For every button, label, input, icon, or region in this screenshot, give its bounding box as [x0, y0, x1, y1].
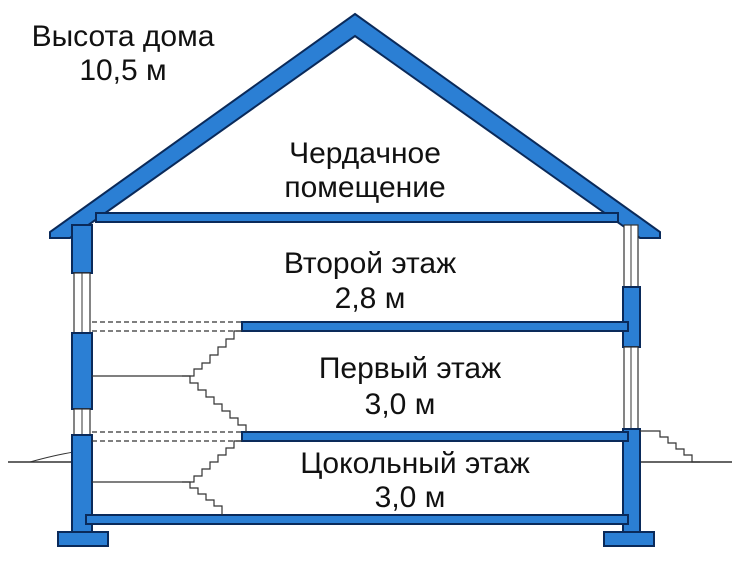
right-footing — [603, 531, 655, 547]
house-height-title: Высота дома — [31, 20, 215, 53]
second-floor-slab — [241, 321, 629, 332]
basement-floor-slab — [85, 514, 629, 525]
first-floor-slab — [241, 431, 629, 442]
second-floor-height: 2,8 м — [334, 282, 406, 315]
first-floor-label: Первый этаж — [318, 352, 502, 385]
attic-label-line1: Чердачное — [289, 137, 441, 170]
exterior-steps — [640, 430, 700, 463]
roof — [49, 12, 661, 239]
attic-label-line2: помещение — [284, 171, 446, 204]
staircase-lower — [92, 440, 242, 515]
left-footing — [57, 531, 109, 547]
second-floor-label: Второй этаж — [283, 247, 457, 280]
stair-openings — [92, 321, 242, 442]
attic-floor-slab — [95, 212, 619, 223]
first-floor-height: 3,0 м — [364, 388, 436, 421]
basement-height: 3,0 м — [374, 481, 446, 514]
ground — [8, 451, 732, 463]
right-wall — [603, 224, 655, 547]
house-height-value: 10,5 м — [79, 54, 167, 87]
basement-label: Цокольный этаж — [300, 447, 530, 480]
staircase-upper — [92, 330, 247, 432]
left-wall — [57, 224, 109, 547]
